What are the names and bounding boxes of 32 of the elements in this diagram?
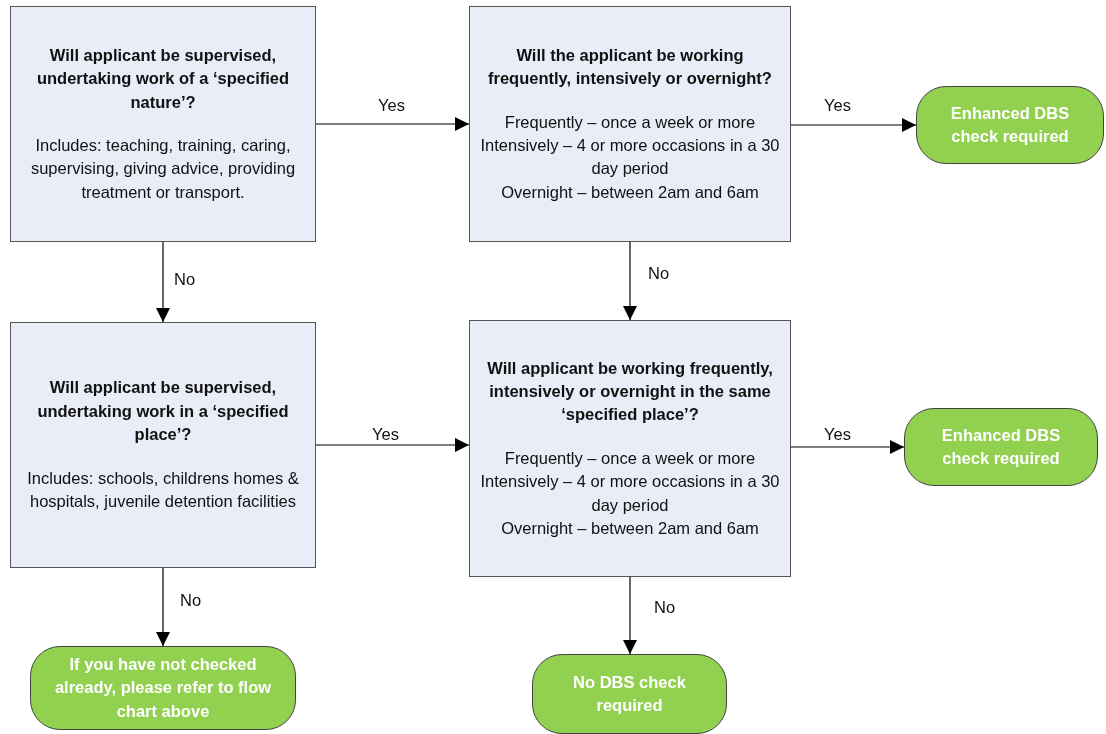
detail-text: Intensively – 4 or more occasions in a 30 day period	[480, 471, 780, 516]
outcome-text: No DBS check required	[572, 671, 687, 716]
arrow	[790, 118, 917, 132]
terminal-box	[30, 646, 296, 730]
outcome-text: Enhanced DBS check required	[940, 424, 1062, 469]
detail-text: Includes: schools, childrens homes & hospitals, juvenile detention facilities	[26, 467, 300, 513]
detail-text: Intensively – 4 or more occasions in a 30 day period	[480, 135, 780, 180]
arrow	[156, 567, 170, 647]
question-text: Will applicant be working frequently, intensively or overnight in the same ‘specified place’?	[486, 357, 774, 426]
detail-text: Overnight – between 2am and 6am	[501, 518, 759, 540]
detail-text: Includes: teaching, training, caring, supervising, giving advice, providing treatment or transport.	[29, 135, 297, 203]
detail-text: Frequently – once a week or more	[504, 111, 756, 133]
question-text: Will applicant be supervised, undertaking work of a ‘specified nature’?	[35, 44, 291, 113]
terminal-box	[904, 408, 1098, 486]
arrow	[623, 576, 637, 655]
decision-box	[469, 6, 791, 242]
arrow	[315, 117, 470, 131]
terminal-box	[916, 86, 1104, 164]
detail-text: Frequently – once a week or more	[504, 447, 756, 469]
arrow	[623, 241, 637, 321]
decision-box	[469, 320, 791, 577]
question-text: Will the applicant be working frequently, intensively or overnight?	[487, 44, 773, 90]
arrow	[156, 241, 170, 323]
decision-box	[10, 6, 316, 242]
detail-text: Overnight – between 2am and 6am	[501, 181, 759, 203]
terminal-box	[532, 654, 727, 734]
question-text: Will applicant be supervised, undertaking work in a ‘specified place’?	[36, 377, 290, 446]
outcome-text: If you have not checked already, please refer to flow chart above	[53, 653, 273, 722]
outcome-text: Enhanced DBS check required	[949, 102, 1071, 147]
arrow	[790, 440, 905, 454]
decision-box	[10, 322, 316, 568]
arrow	[315, 438, 470, 452]
